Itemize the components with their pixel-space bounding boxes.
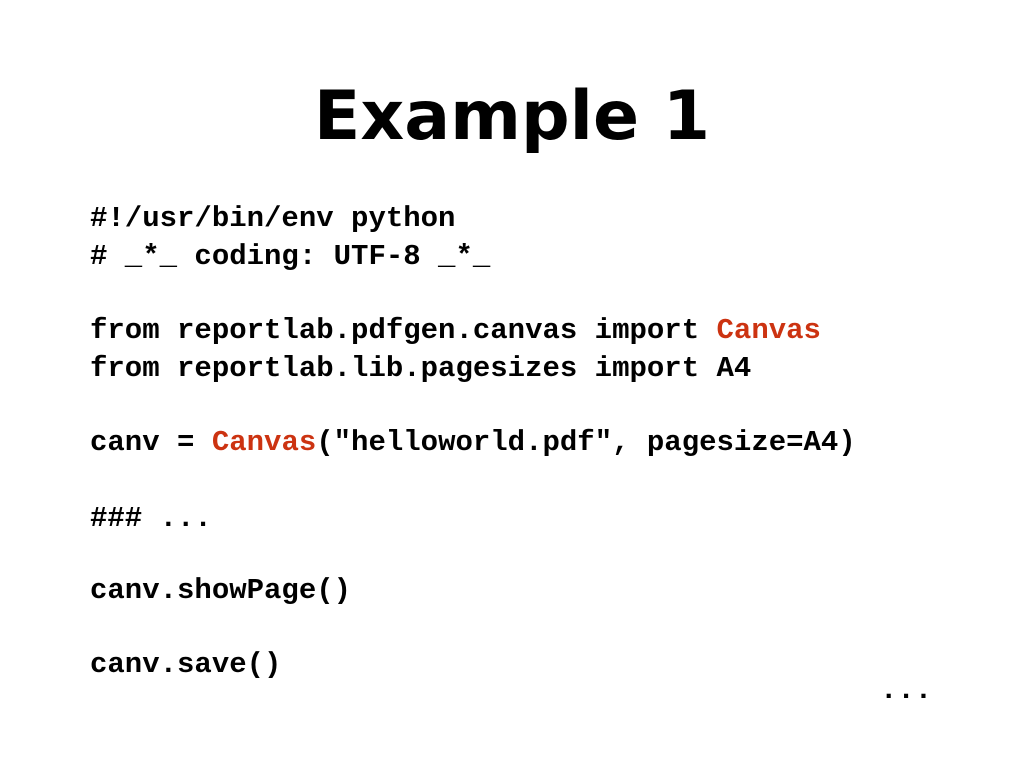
code-line-coding: # _*_ coding: UTF-8 _*_ (90, 240, 491, 273)
code-line-comment: ### ... (90, 502, 212, 535)
code-text: canv = (90, 426, 212, 459)
code-text: from reportlab.pdfgen.canvas import (90, 314, 717, 347)
code-line-save: canv.save() (90, 648, 282, 681)
code-text: ("helloworld.pdf", pagesize=A4) (316, 426, 856, 459)
code-line-showpage: canv.showPage() (90, 574, 352, 607)
code-line-import-canvas: from reportlab.pdfgen.canvas import Canv… (90, 312, 821, 350)
slide-title: Example 1 (313, 77, 711, 156)
highlighted-keyword: Canvas (211, 426, 317, 459)
highlighted-keyword: Canvas (716, 314, 821, 347)
continuation-ellipsis: ... (880, 674, 933, 707)
code-line-shebang: #!/usr/bin/env python (90, 202, 456, 235)
code-line-canvas-create: canv = Canvas("helloworld.pdf", pagesize… (90, 424, 856, 462)
code-line-import-a4: from reportlab.lib.pagesizes import A4 (90, 352, 752, 385)
